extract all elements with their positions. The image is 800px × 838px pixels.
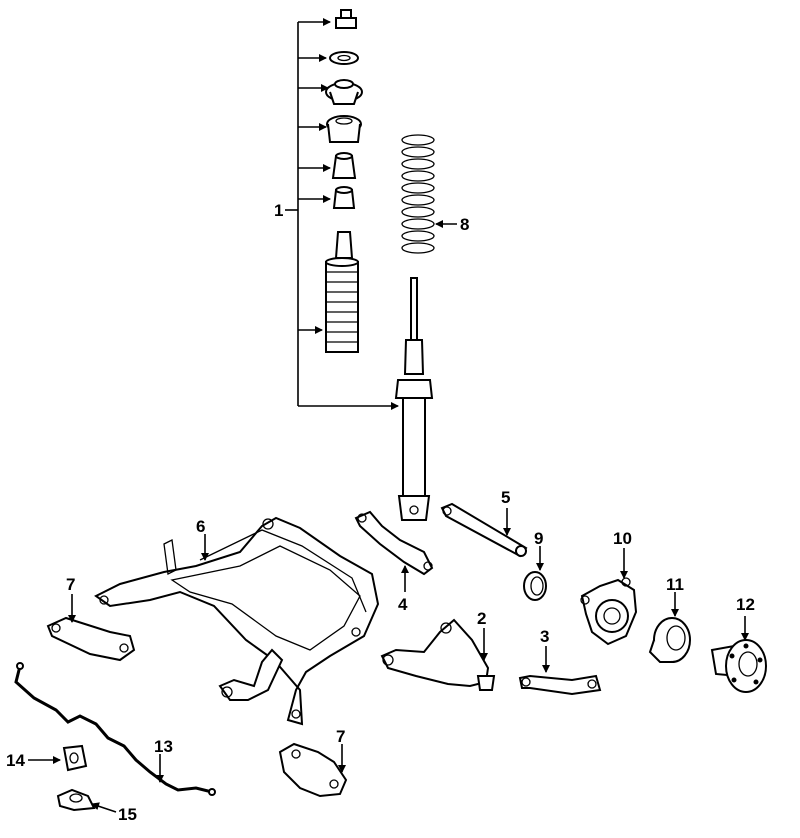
lateral-link-icon: [518, 646, 602, 696]
stabilizer-bar-icon: [14, 662, 216, 796]
callout-11: 11: [666, 575, 684, 594]
callout-7-bottom: 7: [336, 727, 345, 746]
callout-10: 10: [613, 529, 632, 548]
knuckle-icon: [580, 548, 638, 646]
coil-spring-icon: [401, 134, 457, 254]
upper-arm-icon: [354, 510, 434, 592]
upper-link-icon: [440, 502, 528, 558]
strut-kit-bracket: [285, 18, 399, 410]
callout-8: 8: [460, 215, 469, 234]
callout-14: 14: [6, 751, 25, 770]
hub-bearing-icon: [648, 592, 691, 663]
lower-arm-icon: [380, 618, 496, 691]
callout-5: 5: [501, 488, 510, 507]
strut-nut-icon: [335, 9, 357, 29]
shock-absorber-icon: [394, 277, 434, 521]
stabilizer-bushing-icon: [28, 744, 88, 772]
wheel-hub-icon: [710, 616, 767, 693]
upper-mount-icon: [325, 79, 363, 105]
callout-2: 2: [477, 609, 486, 628]
seal-icon: [523, 546, 547, 601]
callout-7-left: 7: [66, 575, 75, 594]
bump-stop-icon: [331, 152, 357, 179]
callout-13: 13: [154, 737, 173, 756]
callout-4: 4: [398, 595, 408, 614]
washer-icon: [329, 51, 359, 65]
callout-6: 6: [196, 517, 205, 536]
stabilizer-clamp-icon: [56, 788, 117, 813]
subframe-icon: [94, 516, 380, 726]
bracket-right-icon: [278, 742, 348, 798]
callout-9: 9: [534, 529, 543, 548]
callout-1: 1: [274, 201, 283, 220]
mount-bushing-icon: [326, 115, 362, 143]
bracket-left-icon: [46, 594, 136, 662]
callout-3: 3: [540, 627, 549, 646]
callout-15: 15: [118, 805, 137, 824]
dust-boot-icon: [325, 231, 359, 353]
spacer-icon: [332, 186, 356, 209]
callout-12: 12: [736, 595, 755, 614]
